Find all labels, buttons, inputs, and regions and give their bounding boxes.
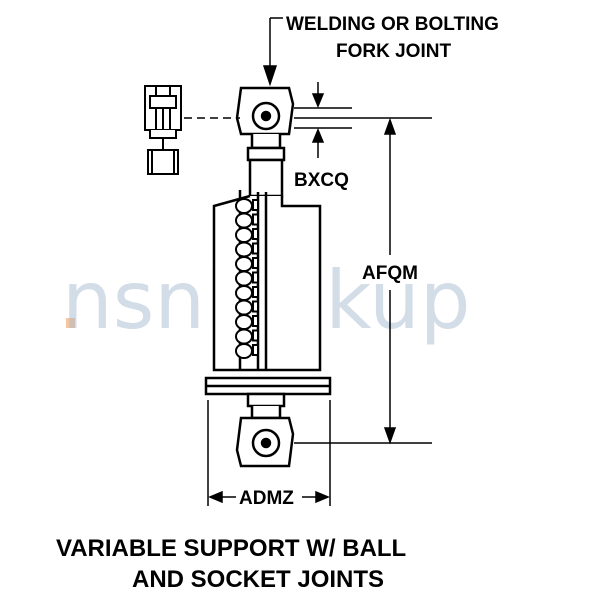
- fork-joint-detail: [144, 85, 182, 175]
- labels: WELDING OR BOLTING FORK JOINT BXCQ AFQM …: [56, 14, 499, 593]
- base-plate: [204, 376, 332, 396]
- fork-joint-label-line1: WELDING OR BOLTING: [286, 14, 499, 35]
- spring-coil: [235, 299, 253, 316]
- top-ball-joint: [235, 86, 295, 162]
- spring-coil-link: [252, 315, 259, 327]
- caption-line1: VARIABLE SUPPORT W/ BALL: [56, 535, 406, 562]
- spring-coil-link: [252, 213, 259, 226]
- spring-coil: [235, 198, 253, 214]
- watermark-dot: [66, 318, 75, 328]
- spring-coil-link: [252, 286, 259, 298]
- bottom-ball-joint: [235, 392, 295, 468]
- spring-coil-link: [252, 329, 259, 342]
- spring-coil-link: [252, 242, 259, 255]
- dimension-bxcq-label: BXCQ: [294, 170, 349, 191]
- spring-coil: [235, 314, 253, 330]
- spring-coil: [235, 285, 253, 301]
- spring-coil: [235, 227, 253, 243]
- spring-coil-link: [252, 257, 259, 269]
- dimension-afqm-label: AFQM: [362, 263, 418, 284]
- spring-coil-link: [252, 199, 259, 211]
- fork-joint-label-line2: FORK JOINT: [336, 41, 451, 62]
- spring-coils: [235, 198, 259, 359]
- centerlines: [184, 107, 432, 506]
- spring-coil: [235, 343, 253, 359]
- spring-coil-link: [252, 300, 259, 313]
- spring-coil-link: [252, 344, 259, 356]
- spring-coil: [235, 212, 253, 229]
- spring-coil: [235, 256, 253, 272]
- spring-coil: [235, 328, 253, 345]
- spring-coil: [235, 270, 253, 287]
- spring-coil-link: [252, 228, 259, 240]
- spring-housing: [212, 158, 322, 372]
- spring-coil: [235, 241, 253, 258]
- dimension-admz-label: ADMZ: [239, 488, 294, 509]
- dimension-arrows: [208, 17, 397, 504]
- caption-line2: AND SOCKET JOINTS: [132, 566, 384, 593]
- spring-coil-link: [252, 271, 259, 284]
